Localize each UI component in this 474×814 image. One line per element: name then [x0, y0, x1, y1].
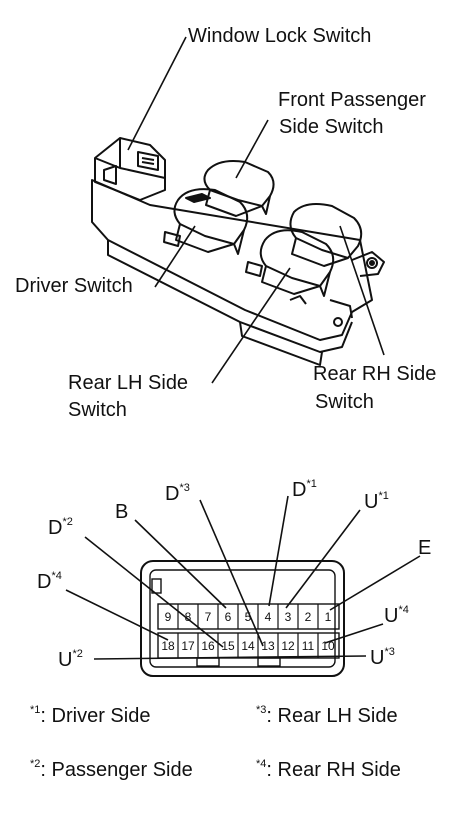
legend-item-rear-lh-side: *3: Rear LH Side — [256, 704, 398, 727]
callout-d4: D*4 — [37, 570, 62, 593]
callout-u4: U*4 — [384, 604, 409, 627]
label-front-passenger-1: Front Passenger — [278, 89, 426, 111]
window-lock-switch — [94, 137, 166, 201]
driver-switch — [173, 188, 249, 245]
callout-d3: D*3 — [165, 482, 190, 505]
connector-callouts: D*3 D*1 B D*2 U*1 E D*4 U*4 U*2 U*3 — [37, 478, 431, 671]
legend-item-rear-rh-side: *4: Rear RH Side — [256, 758, 401, 781]
connector-inner — [149, 569, 336, 668]
pin-9: 9 — [165, 610, 172, 624]
pin-16: 16 — [201, 639, 215, 653]
pin-1: 1 — [325, 610, 332, 624]
label-driver-switch: Driver Switch — [15, 275, 133, 297]
label-rear-rh-1: Rear RH Side — [313, 363, 436, 385]
label-front-passenger-2: Side Switch — [279, 116, 384, 138]
leader-u1 — [285, 509, 361, 609]
label-rear-lh-2: Switch — [68, 399, 127, 421]
legend: *1: Driver Side *3: Rear LH Side *2: Pas… — [30, 704, 401, 781]
switch-housing — [91, 179, 373, 341]
pin-3: 3 — [285, 610, 292, 624]
leader-d4 — [65, 589, 169, 641]
leader-d3 — [199, 499, 264, 647]
pin-17: 17 — [181, 639, 195, 653]
pin-15: 15 — [221, 639, 235, 653]
leader-u4 — [324, 623, 384, 644]
top-row-pins: 9 8 7 6 5 4 3 2 1 — [165, 610, 332, 624]
connector — [140, 560, 345, 677]
label-rear-rh-2: Switch — [315, 391, 374, 413]
leader-window-lock — [127, 36, 187, 151]
leader-e — [329, 555, 421, 611]
pin-10: 10 — [321, 639, 335, 653]
leader-driver — [154, 225, 196, 288]
pin-7: 7 — [205, 610, 212, 624]
illustration-leader-lines — [127, 36, 385, 384]
pin-4: 4 — [265, 610, 272, 624]
pin-11: 11 — [302, 639, 315, 653]
pin-13: 13 — [261, 639, 275, 653]
connector-outer — [140, 560, 345, 677]
pin-14: 14 — [241, 639, 255, 653]
pin-8: 8 — [185, 610, 192, 624]
callout-d2: D*2 — [48, 516, 73, 539]
pin-2: 2 — [305, 610, 312, 624]
callout-d1: D*1 — [292, 478, 317, 501]
connector-latch-tabs — [196, 657, 281, 667]
leader-rear-lh — [211, 267, 291, 384]
pin-divider-lines — [177, 604, 319, 658]
leader-b — [134, 519, 227, 609]
bottom-row-pins: 18 17 16 15 14 13 12 11 10 — [161, 639, 335, 653]
pin-5: 5 — [245, 610, 252, 624]
label-window-lock-switch: Window Lock Switch — [188, 25, 371, 47]
callout-e: E — [418, 537, 431, 559]
callout-u2: U*2 — [58, 648, 83, 671]
callout-u3: U*3 — [370, 646, 395, 669]
label-rear-lh-1: Rear LH Side — [68, 372, 188, 394]
rear-lh-switch — [259, 229, 335, 287]
callout-b: B — [115, 501, 128, 523]
pin-12: 12 — [281, 639, 295, 653]
pin-18: 18 — [161, 639, 175, 653]
legend-item-passenger-side: *2: Passenger Side — [30, 758, 193, 781]
connector-leader-lines — [65, 495, 421, 660]
leader-d2 — [84, 536, 224, 648]
switch-assembly-illustration — [91, 137, 385, 366]
front-passenger-switch — [203, 160, 275, 207]
pin-6: 6 — [225, 610, 232, 624]
rear-rh-switch — [289, 203, 363, 259]
leader-front-passenger — [235, 119, 269, 179]
legend-item-driver-side: *1: Driver Side — [30, 704, 150, 727]
leader-rear-rh — [339, 225, 385, 356]
leader-d1 — [268, 495, 289, 607]
leader-u2-u3 — [93, 655, 367, 660]
callout-u1: U*1 — [364, 490, 389, 513]
pin-grid: 9 8 7 6 5 4 3 2 1 18 17 16 15 14 13 12 1… — [161, 604, 335, 658]
